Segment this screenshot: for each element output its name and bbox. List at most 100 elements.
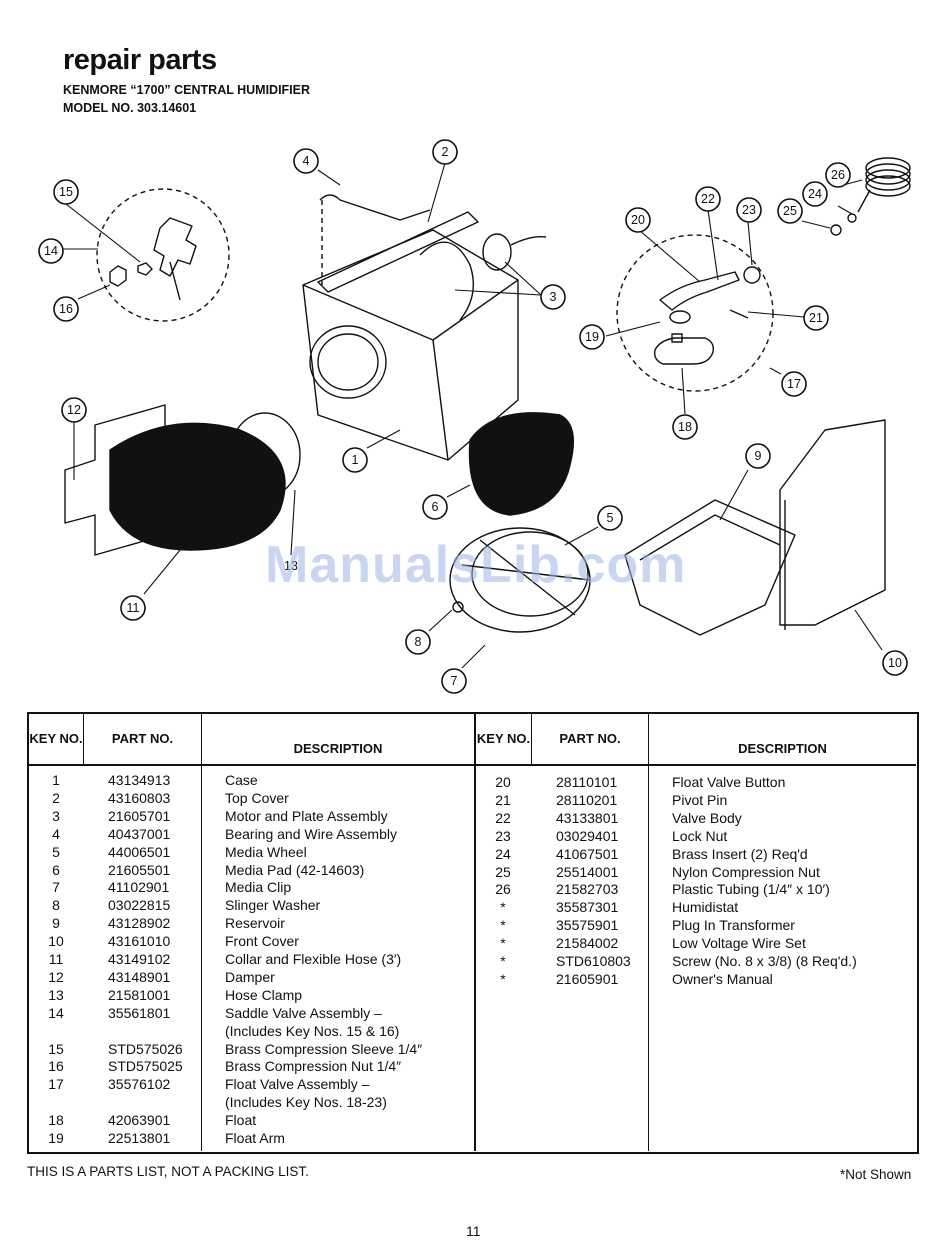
callout-26: 26 — [825, 162, 851, 188]
description-cell: Nylon Compression Nut — [672, 863, 820, 880]
svg-text:22: 22 — [701, 192, 715, 206]
description-cell: Brass Compression Sleeve 1/4″ — [225, 1040, 423, 1057]
key-cell: 9 — [52, 915, 60, 932]
header-part-right: PART NO. — [559, 731, 621, 746]
model-number: MODEL NO. 303.14601 — [63, 101, 197, 115]
part-no-cell: 43148901 — [108, 968, 171, 985]
svg-text:4: 4 — [303, 154, 310, 168]
svg-text:21: 21 — [809, 311, 823, 325]
description-cell: Hose Clamp — [225, 986, 303, 1003]
key-cell: 26 — [495, 881, 511, 898]
part-no-cell: 35575901 — [556, 917, 619, 934]
part-no-cell: 21584002 — [556, 935, 619, 952]
description-cell: Media Pad (42-14603) — [225, 861, 365, 878]
svg-text:16: 16 — [59, 302, 73, 316]
description-cell: Float — [225, 1112, 257, 1129]
callout-17: 17 — [781, 371, 807, 397]
callout-25: 25 — [777, 198, 803, 224]
part-no-cell: 43160803 — [108, 789, 171, 806]
callout-4: 4 — [293, 148, 319, 174]
description-cell: Bearing and Wire Assembly — [225, 825, 397, 842]
description-cell: (Includes Key Nos. 15 & 16) — [225, 1022, 400, 1039]
key-cell: 19 — [48, 1130, 64, 1146]
description-cell: Float Arm — [225, 1130, 285, 1146]
description-cell: Reservoir — [225, 915, 285, 932]
callout-24: 24 — [802, 181, 828, 207]
parts-list-table: KEY NO. PART NO. DESCRIPTION KEY NO. PAR… — [27, 712, 919, 1154]
rule — [648, 714, 649, 1151]
callout-19: 19 — [579, 324, 605, 350]
table-row: 15 STD575026 Brass Compression Sleeve 1/4″ — [29, 1041, 916, 1059]
key-cell: * — [500, 899, 506, 916]
part-no-cell: STD610803 — [556, 953, 631, 969]
svg-text:7: 7 — [451, 674, 458, 688]
header-key-right: KEY NO. — [476, 731, 531, 746]
description-cell: Screw (No. 8 x 3/8) (8 Req'd.) — [672, 953, 857, 969]
part-no-cell: 44006501 — [108, 843, 171, 860]
key-cell: * — [500, 970, 506, 987]
callout-2: 2 — [432, 139, 458, 165]
part-no-cell: 41067501 — [556, 845, 619, 862]
part-no-cell: 03029401 — [556, 827, 619, 844]
key-cell: 15 — [48, 1040, 64, 1057]
key-cell: 10 — [48, 933, 64, 950]
description-cell: Plug In Transformer — [672, 917, 795, 934]
key-cell: 12 — [48, 968, 64, 985]
header-key-left: KEY NO. — [29, 731, 83, 746]
svg-text:5: 5 — [607, 511, 614, 525]
svg-text:17: 17 — [787, 377, 801, 391]
svg-text:19: 19 — [585, 330, 599, 344]
part-no-cell: 21605701 — [108, 807, 171, 824]
key-cell: 6 — [52, 861, 60, 878]
part-no-cell: 03022815 — [108, 897, 171, 914]
key-cell: 1 — [52, 772, 60, 788]
description-cell: Top Cover — [225, 789, 289, 806]
callout-20: 20 — [625, 207, 651, 233]
key-cell: 20 — [495, 774, 511, 790]
callout-11: 11 — [120, 595, 146, 621]
description-cell: Owner's Manual — [672, 970, 773, 987]
description-cell: Case — [225, 772, 258, 788]
part-no-cell: 28110101 — [556, 774, 618, 790]
callout-13: 13 — [284, 559, 298, 573]
not-shown-note: *Not Shown — [840, 1167, 912, 1182]
callout-18: 18 — [672, 414, 698, 440]
description-cell: Brass Insert (2) Req'd — [672, 845, 808, 862]
callout-22: 22 — [695, 186, 721, 212]
callout-1: 1 — [342, 447, 368, 473]
part-no-cell: 43133801 — [556, 809, 619, 826]
part-no-cell: 42063901 — [108, 1112, 171, 1129]
description-cell: Brass Compression Nut 1/4″ — [225, 1058, 402, 1075]
part-no-cell: 25514001 — [556, 863, 619, 880]
key-cell: 4 — [52, 825, 60, 842]
svg-text:25: 25 — [783, 204, 797, 218]
description-cell: Media Clip — [225, 879, 292, 896]
key-cell: 17 — [48, 1076, 64, 1093]
part-no-cell: 22513801 — [108, 1130, 171, 1146]
svg-text:2: 2 — [442, 145, 449, 159]
part-no-cell: 40437001 — [108, 825, 171, 842]
part-no-cell: STD575026 — [108, 1040, 183, 1057]
rule — [531, 714, 532, 766]
callout-21: 21 — [803, 305, 829, 331]
key-cell: 5 — [52, 843, 60, 860]
description-cell: Saddle Valve Assembly – — [225, 1004, 382, 1021]
callout-7: 7 — [441, 668, 467, 694]
callout-12: 12 — [61, 397, 87, 423]
part-no-cell: 43134913 — [108, 772, 171, 788]
svg-text:8: 8 — [415, 635, 422, 649]
callout-5: 5 — [597, 505, 623, 531]
